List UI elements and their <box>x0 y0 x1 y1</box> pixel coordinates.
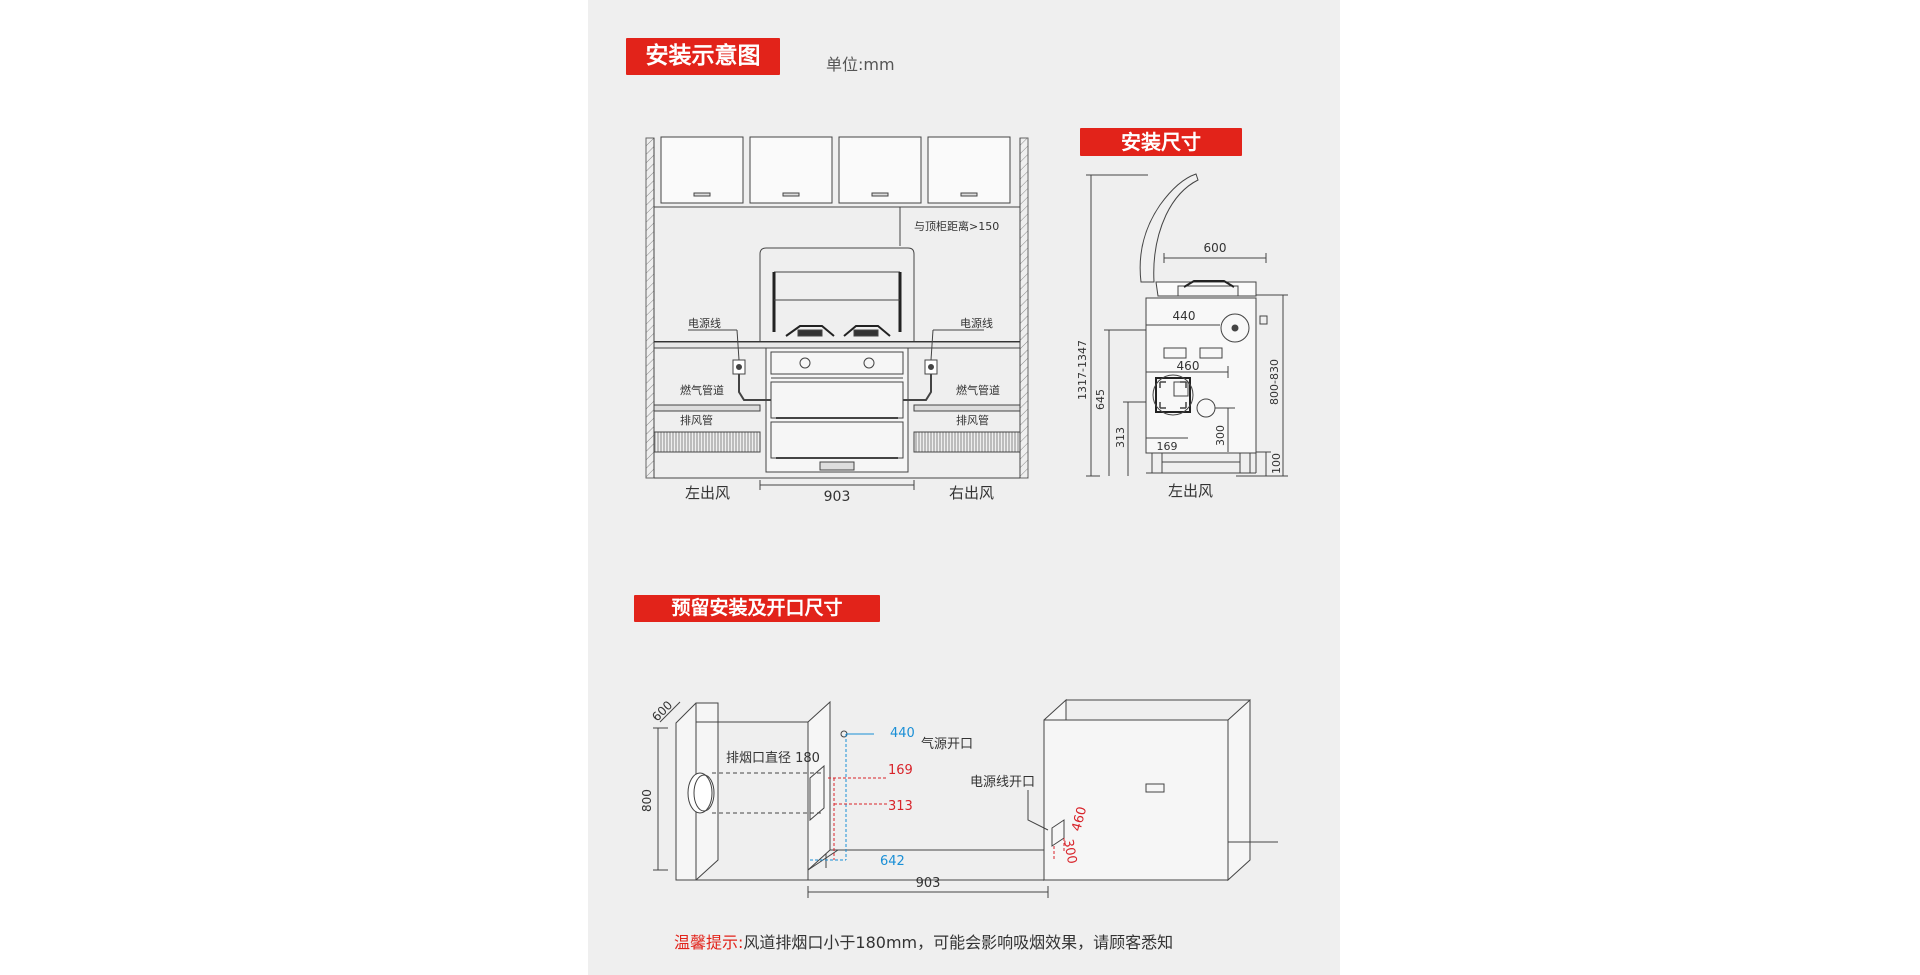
cutout-dim-313: 313 <box>888 799 913 814</box>
front-width-label: 903 <box>824 489 851 505</box>
front-view-labels: 与顶柜距离>150 电源线 电源线 燃气管道 燃气管道 排风管 排风管 左出风 … <box>680 219 1000 505</box>
power-opening-label: 电源线开口 <box>970 775 1035 790</box>
section-title-cutout: 预留安装及开口尺寸 <box>634 595 880 622</box>
cutout-gas-440: 440 <box>890 726 915 741</box>
cutout-depth-600: 600 <box>649 698 675 724</box>
exhaust-left-label: 排风管 <box>680 413 713 427</box>
side-dim-169: 169 <box>1157 440 1178 453</box>
cutout-height-800: 800 <box>640 789 654 812</box>
power-cable-right-label: 电源线 <box>960 316 993 330</box>
side-view <box>1086 173 1288 477</box>
cutout-dim-642: 642 <box>880 854 905 869</box>
cutout-view <box>653 698 1278 898</box>
side-depth-600: 600 <box>1204 241 1227 255</box>
side-outlet-label: 左出风 <box>1168 482 1213 500</box>
side-counter-height: 800-830 <box>1268 359 1281 405</box>
section-title-installation: 安装示意图 <box>626 38 780 75</box>
gas-opening-label: 气源开口 <box>921 736 973 752</box>
cutout-width-903: 903 <box>916 876 941 891</box>
front-view <box>645 136 1029 490</box>
section-title-dimensions: 安装尺寸 <box>1080 128 1242 156</box>
power-cable-left-label: 电源线 <box>688 316 721 330</box>
side-total-height: 1317-1347 <box>1076 340 1089 400</box>
tip-text: 风道排烟口小于180mm，可能会影响吸烟效果，请顾客悉知 <box>743 933 1174 952</box>
side-height-313: 313 <box>1114 427 1127 448</box>
right-outlet-label: 右出风 <box>949 484 994 502</box>
tip-note: 温馨提示:风道排烟口小于180mm，可能会影响吸烟效果，请顾客悉知 <box>674 929 1173 953</box>
exhaust-right-label: 排风管 <box>956 413 989 427</box>
gas-pipe-right-label: 燃气管道 <box>956 383 1000 397</box>
left-outlet-label: 左出风 <box>685 484 730 502</box>
gas-pipe-left-label: 燃气管道 <box>680 383 724 397</box>
tip-label: 温馨提示: <box>674 933 744 952</box>
side-view-labels: 600 440 460 1317-1347 645 313 169 300 80… <box>1076 241 1283 500</box>
cutout-dim-169: 169 <box>888 763 913 778</box>
side-dim-440: 440 <box>1173 309 1196 323</box>
installation-panel: 安装示意图 单位:mm 安装尺寸 预留安装及开口尺寸 <box>588 0 1340 975</box>
side-height-645: 645 <box>1094 389 1107 410</box>
diagram-canvas: 与顶柜距离>150 电源线 电源线 燃气管道 燃气管道 排风管 排风管 左出风 … <box>640 136 1288 898</box>
flue-diameter-label: 排烟口直径 180 <box>726 751 820 766</box>
cutout-dim-300: 300 <box>1060 838 1079 865</box>
unit-label: 单位:mm <box>826 55 895 74</box>
side-dim-460: 460 <box>1177 359 1200 373</box>
side-dim-300: 300 <box>1214 425 1227 446</box>
top-gap-label: 与顶柜距离>150 <box>914 219 999 233</box>
side-foot-100: 100 <box>1270 453 1283 474</box>
cutout-dim-460: 460 <box>1069 805 1090 833</box>
